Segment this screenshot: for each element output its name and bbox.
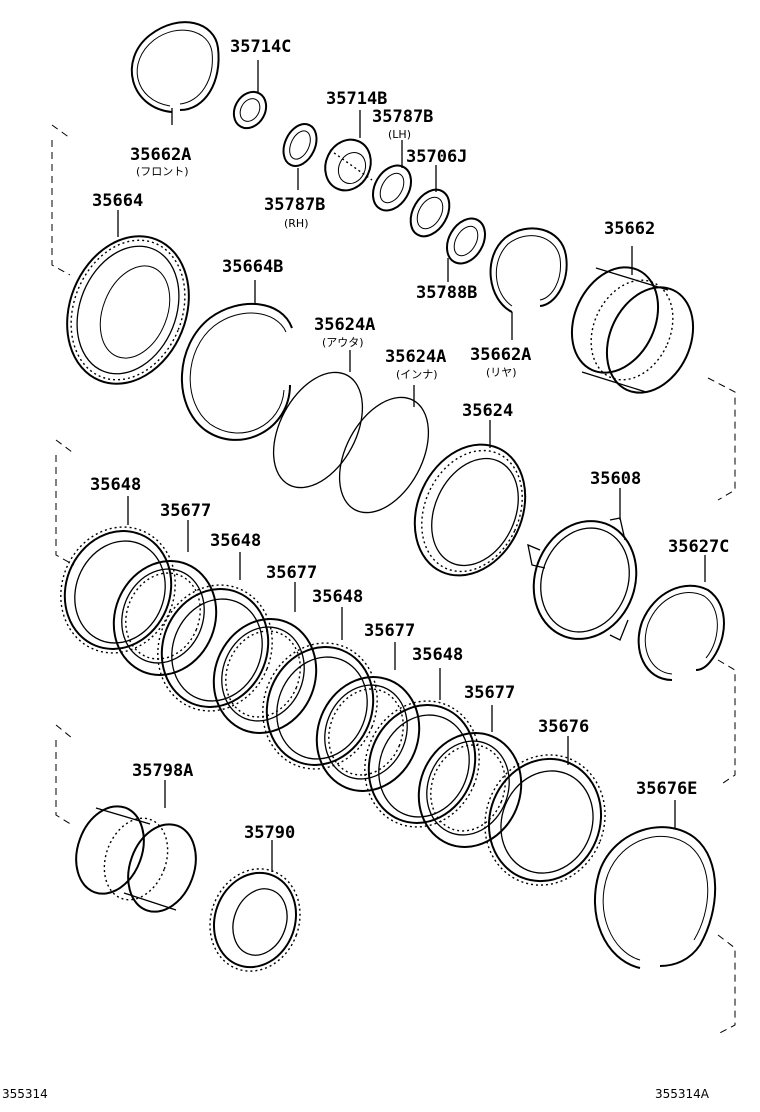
label-35648-3: 35648 — [312, 587, 363, 607]
retainer-35608 — [527, 488, 638, 641]
label-35624: 35624 — [462, 401, 513, 421]
clutch-plate-35648-1 — [60, 496, 176, 654]
label-35677-4: 35677 — [464, 683, 515, 703]
label-35664: 35664 — [92, 191, 143, 211]
label-35608: 35608 — [590, 469, 641, 489]
snap-ring-35662A-rear — [489, 227, 568, 340]
bearing-35714B — [324, 110, 373, 192]
label-35648-4: 35648 — [412, 645, 463, 665]
seal-35624A-inner — [338, 385, 430, 514]
label-35787B-lh: 35787B — [372, 107, 433, 127]
label-35677-1: 35677 — [160, 501, 211, 521]
clutch-plate-35648-4 — [364, 668, 480, 828]
dashed-guides — [51, 124, 736, 1036]
clutch-disc-35677-4 — [417, 705, 523, 848]
footer-right-code: 355314A — [655, 1087, 710, 1101]
note-35787B-rh: (RH) — [284, 217, 309, 230]
label-35648-1: 35648 — [90, 475, 141, 495]
clutch-disc-35677-2 — [212, 582, 318, 734]
footer-left-code: 355314 — [2, 1087, 48, 1101]
clutch-hub-35662 — [570, 246, 695, 394]
label-35714C: 35714C — [230, 37, 291, 57]
snap-ring-35662A-front — [130, 21, 220, 125]
flange-35676 — [484, 736, 606, 886]
label-35798A: 35798A — [132, 761, 193, 781]
clutch-disc-35677-1 — [112, 520, 218, 676]
part-labels: 35714C 35714B 35787B (LH) 35706J 35662A … — [90, 37, 729, 843]
clutch-plate-35648-2 — [157, 552, 273, 712]
ring-35714C — [232, 60, 268, 130]
bearing-35706J — [409, 165, 451, 238]
clutch-drum-35664 — [66, 210, 190, 385]
label-35662A-rear: 35662A — [470, 345, 531, 365]
note-35662A-rear: (リヤ) — [486, 366, 517, 379]
note-35662A-front: (フロント) — [136, 165, 189, 178]
label-35664B: 35664B — [222, 257, 283, 277]
label-35676: 35676 — [538, 717, 589, 737]
clutch-plate-35648-3 — [262, 607, 378, 770]
washer-35787B-rh — [282, 123, 318, 190]
label-35662A-front: 35662A — [130, 145, 191, 165]
label-35677-2: 35677 — [266, 563, 317, 583]
label-35714B: 35714B — [326, 89, 387, 109]
label-35787B-rh: 35787B — [264, 195, 325, 215]
washer-35787B-lh — [372, 140, 412, 212]
washer-35788B — [446, 217, 486, 282]
seal-35624A-outer — [272, 350, 364, 489]
label-35627C: 35627C — [668, 537, 729, 557]
note-35624A-outer: (アウタ) — [322, 336, 364, 349]
piston-35624 — [413, 420, 527, 577]
label-35676E: 35676E — [636, 779, 697, 799]
label-35648-2: 35648 — [210, 531, 261, 551]
label-35662: 35662 — [604, 219, 655, 239]
snap-ring-35676E — [594, 800, 717, 969]
label-35677-3: 35677 — [364, 621, 415, 641]
label-35788B: 35788B — [416, 283, 477, 303]
snap-ring-35627C — [637, 555, 725, 681]
label-35790: 35790 — [244, 823, 295, 843]
gear-35790 — [209, 840, 301, 972]
snap-ring-35664B — [180, 280, 293, 441]
hub-35798A — [75, 780, 197, 913]
note-35624A-inner: (インナ) — [396, 368, 438, 381]
label-35624A-inner: 35624A — [385, 347, 446, 367]
note-35787B-lh: (LH) — [388, 128, 411, 141]
label-35706J: 35706J — [406, 147, 467, 167]
label-35624A-outer: 35624A — [314, 315, 375, 335]
clutch-disc-35677-3 — [315, 642, 421, 792]
